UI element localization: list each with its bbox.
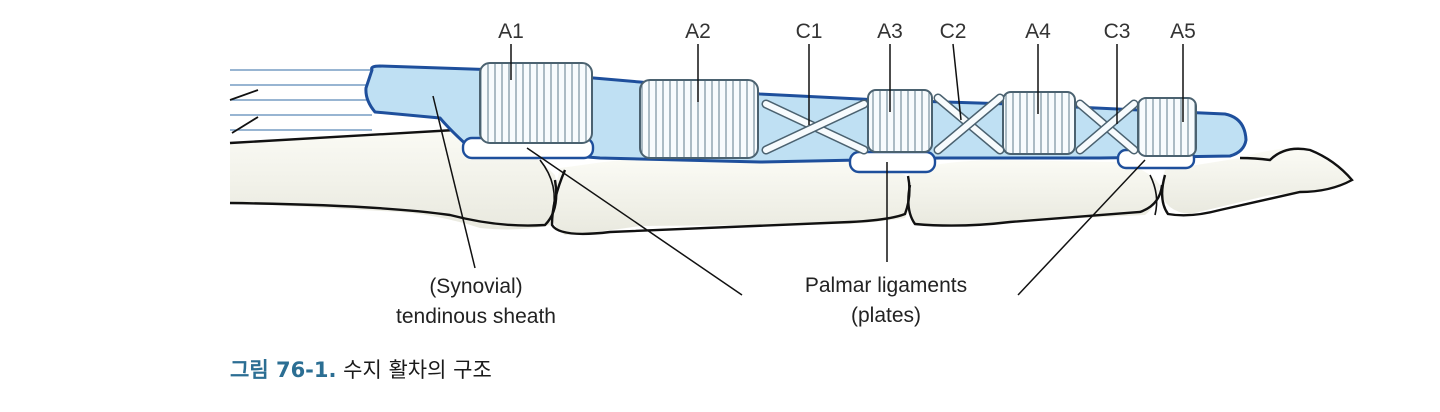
nerve-tick-1 xyxy=(229,89,259,101)
label-c3: C3 xyxy=(1104,20,1131,43)
bone-outline-distal xyxy=(1160,147,1354,217)
bone-outline-middle xyxy=(907,184,1164,227)
bone-outline-mcp-crease xyxy=(539,159,556,216)
bone-outline-top xyxy=(229,128,456,145)
pulley-c1 xyxy=(761,99,869,155)
nerve-tick-2 xyxy=(231,116,259,134)
label-synovial-line1: (Synovial) xyxy=(429,275,522,298)
pulley-a1 xyxy=(479,62,593,144)
leader-lines xyxy=(432,43,1184,296)
label-c2: C2 xyxy=(940,20,967,43)
label-c1: C1 xyxy=(796,20,823,43)
pulley-c2 xyxy=(933,93,1005,155)
figure-caption: 그림 76-1. 수지 활차의 구조 xyxy=(230,354,492,384)
middle-phalanx xyxy=(908,160,1160,225)
pulley-c3 xyxy=(1075,99,1139,155)
leader-c2 xyxy=(952,43,962,121)
pulley-a3 xyxy=(867,89,933,153)
caption-text: 수지 활차의 구조 xyxy=(343,358,492,382)
proximal-phalanx xyxy=(551,158,910,235)
label-a4: A4 xyxy=(1025,20,1051,43)
leader-palmar-mcp xyxy=(526,147,743,296)
label-synovial-line2: tendinous sheath xyxy=(396,305,556,328)
pulley-a5 xyxy=(1137,97,1197,157)
cruciate-pulleys xyxy=(761,93,1139,155)
label-a1: A1 xyxy=(498,20,524,43)
distal-phalanx xyxy=(1160,148,1352,214)
label-a3: A3 xyxy=(877,20,903,43)
tendons xyxy=(229,69,372,134)
bone-outline-dip-crease xyxy=(1149,174,1158,216)
palmar-plate-pip xyxy=(848,150,937,174)
structure-labels: (Synovial) tendinous sheath Palmar ligam… xyxy=(396,274,967,328)
pulley-labels: A1 A2 C1 A3 C2 A4 C3 A5 xyxy=(498,20,1196,43)
leader-palmar-dip xyxy=(1017,159,1146,296)
label-a2: A2 xyxy=(685,20,711,43)
pulley-a4 xyxy=(1002,91,1076,155)
leader-synovial xyxy=(432,95,476,269)
label-palmar-line1: Palmar ligaments xyxy=(805,274,967,297)
label-palmar-line2: (plates) xyxy=(851,304,921,327)
pulley-a2 xyxy=(639,79,759,159)
caption-number: 그림 76-1. xyxy=(230,358,337,382)
annular-pulleys xyxy=(479,62,1197,159)
label-a5: A5 xyxy=(1170,20,1196,43)
